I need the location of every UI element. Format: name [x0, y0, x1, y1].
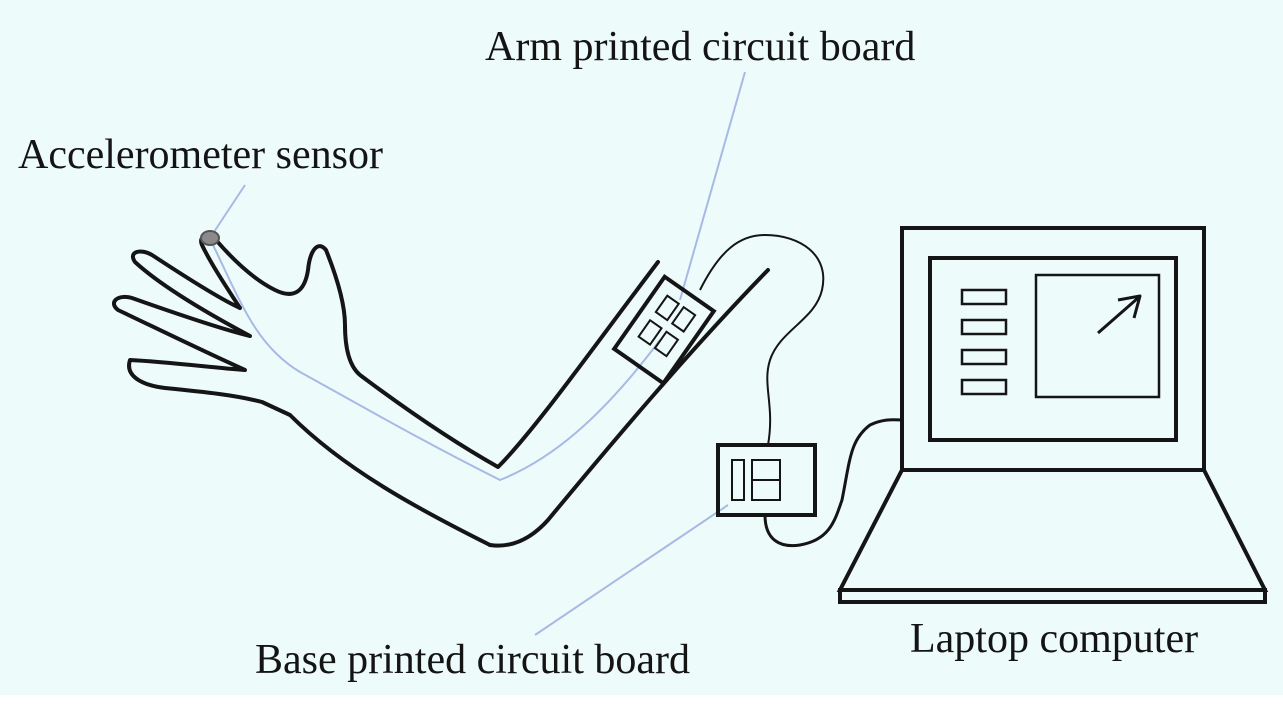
laptop-label: Laptop computer	[910, 616, 1198, 662]
arm-board-leader	[679, 71, 746, 301]
screen-button-4	[960, 378, 1008, 396]
arm-outline	[112, 233, 770, 548]
base-pcb-chip-1	[731, 459, 745, 501]
screen-display-area	[1034, 273, 1161, 399]
base-board-leader	[534, 504, 729, 636]
pointer-arrow-icon	[1097, 294, 1142, 335]
diagram-background	[0, 0, 1283, 695]
base-to-laptop-cable	[763, 418, 904, 548]
screen-button-3	[960, 348, 1008, 366]
arm-board-label: Arm printed circuit board	[485, 24, 915, 70]
sensor-cable	[211, 242, 661, 482]
lower-arm-contour	[488, 268, 770, 548]
base-board-label: Base printed circuit board	[255, 637, 690, 683]
arm-pcb	[611, 273, 717, 387]
screen-button-2	[960, 318, 1008, 336]
arm-pcb-chip-4	[653, 330, 680, 358]
laptop-base-edge	[838, 588, 1267, 604]
screen-button-1	[960, 288, 1008, 306]
arm-pcb-chip-3	[637, 318, 663, 347]
arm-pcb-body	[611, 273, 717, 387]
hand-and-arm-contour	[112, 233, 660, 547]
arm-to-base-cable	[699, 233, 825, 446]
laptop-screen	[928, 256, 1178, 442]
accelerometer-sensor-icon	[200, 230, 220, 246]
arm-pcb-chip-1	[654, 294, 681, 322]
laptop	[836, 226, 1269, 604]
accelerometer-leader	[211, 184, 246, 236]
laptop-lid	[900, 226, 1206, 472]
arm-pcb-chip-2	[670, 305, 697, 333]
leader-lines	[211, 71, 746, 636]
accelerometer-label: Accelerometer sensor	[18, 132, 383, 178]
